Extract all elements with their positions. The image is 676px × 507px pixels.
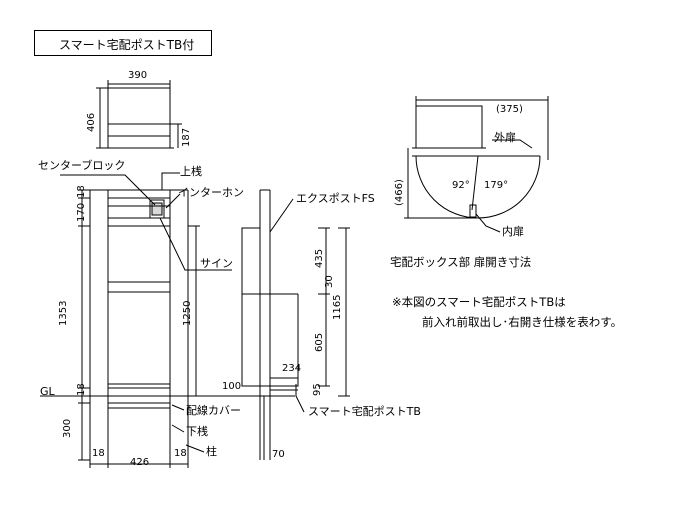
dim-1250: 1250 bbox=[182, 300, 193, 326]
dim-top-18: 18 bbox=[76, 185, 87, 198]
dim-300: 300 bbox=[62, 418, 73, 438]
label-inner-door: 内扉 bbox=[502, 225, 524, 238]
dim-bottom-18-right: 18 bbox=[174, 448, 187, 459]
label-ground-line: GL bbox=[40, 385, 55, 398]
dim-466: (466) bbox=[394, 179, 405, 206]
dim-1165: 1165 bbox=[332, 294, 343, 320]
label-outer-door: 外扉 bbox=[494, 131, 516, 144]
title-box: スマート宅配ポストTB付 bbox=[34, 30, 212, 56]
dim-1353: 1353 bbox=[58, 300, 69, 326]
dim-bottom-18-left: 18 bbox=[92, 448, 105, 459]
dim-100: 100 bbox=[222, 381, 242, 392]
dim-angle-179: 179° bbox=[484, 180, 509, 191]
label-wiring-cover: 配線カバー bbox=[186, 404, 241, 417]
door-plan-view bbox=[404, 96, 548, 232]
label-center-block: センターブロック bbox=[38, 159, 126, 172]
dim-605: 605 bbox=[314, 332, 325, 352]
label-bottom-rail: 下桟 bbox=[186, 425, 208, 438]
note-line-2: 前入れ前取出し･右開き仕様を表わす。 bbox=[422, 315, 623, 329]
section-caption: 宅配ボックス部 扉開き寸法 bbox=[390, 255, 532, 269]
dim-95: 95 bbox=[312, 383, 323, 396]
drawing-title: スマート宅配ポストTB付 bbox=[59, 38, 195, 52]
label-pillar: 柱 bbox=[206, 445, 217, 458]
label-top-rail: 上桟 bbox=[180, 165, 202, 178]
label-intercom: インターホン bbox=[178, 186, 244, 199]
dim-top-width: 390 bbox=[128, 70, 148, 81]
dim-426: 426 bbox=[130, 457, 150, 468]
label-smart-post: スマート宅配ポストTB bbox=[308, 405, 421, 418]
dim-375: (375) bbox=[496, 104, 523, 115]
dim-angle-92: 92° bbox=[452, 180, 470, 191]
label-sign: サイン bbox=[200, 257, 233, 270]
top-view-plan bbox=[96, 80, 182, 148]
note-line-1: ※本図のスマート宅配ポストTBは bbox=[392, 295, 566, 309]
dim-gl-18: 18 bbox=[76, 383, 87, 396]
dim-top-lower: 187 bbox=[181, 127, 192, 147]
dim-70: 70 bbox=[272, 449, 285, 460]
label-ex-post: エクスポストFS bbox=[296, 192, 375, 205]
side-elevation bbox=[242, 190, 350, 460]
dim-top-height: 406 bbox=[86, 112, 97, 132]
dim-435: 435 bbox=[314, 248, 325, 268]
dim-170: 170 bbox=[76, 202, 87, 222]
dim-30: 30 bbox=[324, 275, 335, 288]
front-elevation bbox=[40, 173, 295, 468]
dim-234: 234 bbox=[282, 363, 302, 374]
